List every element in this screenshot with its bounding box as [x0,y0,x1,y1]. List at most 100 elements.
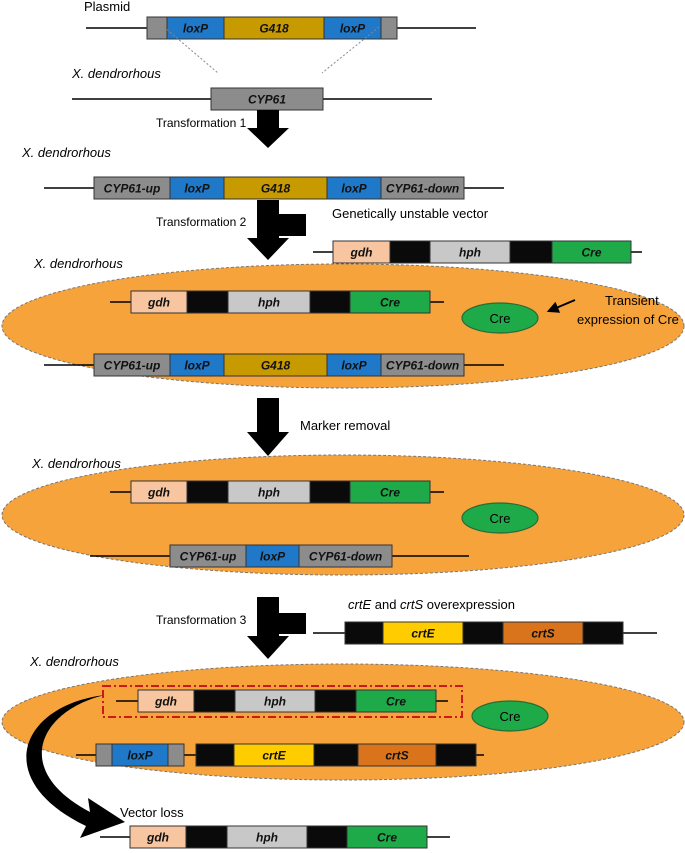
transformation2-label: Transformation 2 [156,215,247,229]
transformation1-label: Transformation 1 [156,116,247,130]
cre-protein-1: Cre [461,302,539,334]
cre-protein-2: Cre [461,502,539,534]
gene-label-cre: Cre [377,831,397,845]
wildtype-locus: CYP61 [72,87,432,111]
gene-label-cyp61-up: CYP61-up [104,359,161,373]
gene-label-loxp: loxP [340,22,366,36]
spacer-box [344,621,384,645]
gene-label-hph: hph [258,296,280,310]
gene-box-cre [349,290,431,314]
flank-box [146,16,168,40]
spacer-box [389,240,431,264]
gene-box-cre [346,825,428,849]
gene-label-gdh: gdh [146,831,169,845]
spacer-box [462,621,504,645]
gene-label-loxp: loxP [127,749,153,763]
vector-loss-arrow [26,695,125,838]
spacer-box [509,240,553,264]
spacer-box [435,743,477,767]
gene-box-cre [551,240,632,264]
gene-label-hph: hph [264,695,286,709]
overexpression-label: crtE and crtS overexpression [348,597,515,612]
transformation3-label: Transformation 3 [156,613,247,627]
gene-box-cre [355,689,437,713]
gene-label-crts: crtS [531,627,554,641]
gene-label-crte: crtE [262,749,286,763]
locus-final: loxP crtE crtS [76,743,484,767]
gene-box-cre [349,480,431,504]
plasmid: loxP G418 loxP [86,16,476,40]
gene-box-cyp61-down [298,544,393,568]
gene-label-loxp: loxP [341,359,367,373]
spacer-box [193,689,236,713]
gene-label-gdh: gdh [147,296,170,310]
transient-label-1: Transient [605,293,659,308]
flank-box [95,743,113,767]
gene-label-crts: crtS [385,749,408,763]
crossover-line-right [321,26,380,74]
gene-label-cyp61-down: CYP61-down [386,182,459,196]
vector-highlight-frame [102,685,463,718]
cre-protein-3: Cre [471,700,549,732]
gene-label-g418: G418 [259,22,289,36]
spacer-box [306,825,348,849]
plasmid-label: Plasmid [84,0,130,14]
gene-label-cre: Cre [386,695,406,709]
spacer-box [195,743,235,767]
gene-label-hph: hph [256,831,278,845]
gene-label-gdh: gdh [154,695,177,709]
gene-label-crte: crtE [411,627,435,641]
gene-label-loxp: loxP [341,182,367,196]
gene-label-hph: hph [258,486,280,500]
gene-label-loxp: loxP [260,550,286,564]
spacer-box [309,290,351,314]
vector-in-cell-3: gdh hph Cre [116,689,448,713]
organism-label-3: X. dendrorhous [33,256,123,271]
gene-box-cyp61-down [380,353,465,377]
gene-label-g418: G418 [261,359,291,373]
arrow-2-branch [276,214,306,236]
locus-in-cell-1: CYP61-up loxP G418 loxP CYP61-down [44,353,504,377]
spacer-box [186,480,229,504]
marker-removal-label: Marker removal [300,418,390,433]
organism-label-4: X. dendrorhous [31,456,121,471]
unstable-vector: gdh hph Cre [313,240,642,264]
down-arrow-1 [247,110,289,148]
spacer-box [186,290,229,314]
cre-protein-label: Cre [490,311,511,326]
down-arrow-3 [247,398,289,456]
gene-label-cre: Cre [581,246,601,260]
organism-label-5: X. dendrorhous [29,654,119,669]
spacer-box [185,825,228,849]
spacer-box [314,689,357,713]
organism-label-1: X. dendrorhous [71,66,161,81]
gene-label-cyp61-down: CYP61-down [386,359,459,373]
flank-box [380,16,398,40]
gene-label-loxp: loxP [184,182,210,196]
unstable-vector-label: Genetically unstable vector [332,206,489,221]
cre-protein-label: Cre [500,709,521,724]
locus-after-t1: CYP61-up loxP G418 loxP CYP61-down [44,176,504,200]
down-arrow-4 [247,597,289,659]
cre-protein-label: Cre [490,511,511,526]
gene-label-g418: G418 [261,182,291,196]
spacer-box [309,480,351,504]
gene-label-cyp61-up: CYP61-up [104,182,161,196]
gene-label-hph: hph [459,246,481,260]
gene-label-gdh: gdh [147,486,170,500]
lost-vector: gdh hph Cre [100,825,450,849]
crt-vector: crtE crtS [313,621,657,645]
spacer-box [582,621,624,645]
flank-box [167,743,185,767]
organism-label-2: X. dendrorhous [21,145,111,160]
gene-label-gdh: gdh [350,246,373,260]
gene-label-loxp: loxP [184,359,210,373]
gene-label-loxp: loxP [183,22,209,36]
transient-label-2: expression of Cre [577,312,679,327]
vector-loss-label: Vector loss [120,805,184,820]
